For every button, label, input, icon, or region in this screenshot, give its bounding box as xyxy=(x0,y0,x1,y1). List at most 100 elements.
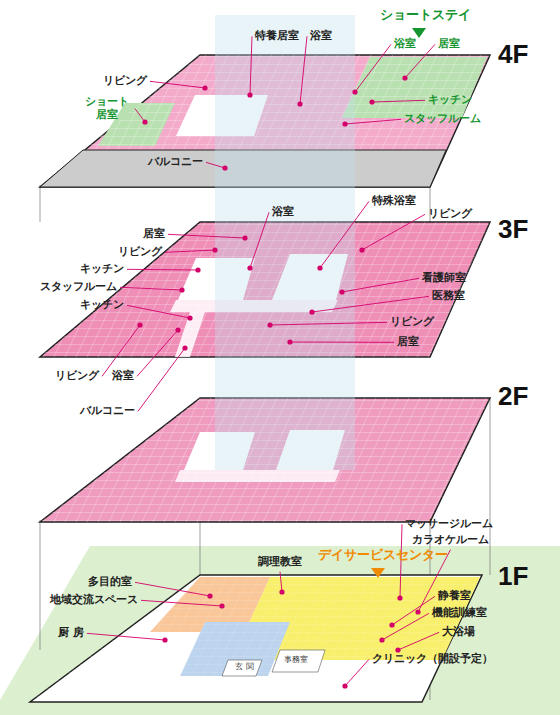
leader-dot xyxy=(162,637,167,642)
room-label: 浴室 xyxy=(310,30,332,43)
leader-line xyxy=(127,269,198,271)
leader-line xyxy=(165,250,215,252)
pointer-arrow xyxy=(412,28,426,38)
leader-line xyxy=(345,659,369,686)
leader-line xyxy=(127,305,190,318)
room-label: 居室 xyxy=(438,38,460,51)
leader-dot xyxy=(287,339,292,344)
leader-line xyxy=(355,44,391,92)
room-label: 浴室 xyxy=(112,370,134,383)
leader-dot xyxy=(182,345,187,350)
room-label: 浴室 xyxy=(272,206,294,219)
leader-dot xyxy=(342,121,347,126)
leader-line xyxy=(270,322,387,325)
leader-dot xyxy=(219,603,224,608)
room-label: 調理教室 xyxy=(258,556,302,569)
leader-dot xyxy=(379,637,384,642)
room-label: 事務室 xyxy=(284,655,308,664)
room-label: カラオケルーム xyxy=(412,534,489,547)
leader-dot xyxy=(187,315,192,320)
leader-line xyxy=(290,342,394,343)
room-label: 静養室 xyxy=(438,590,471,603)
room-label: 厨 房 xyxy=(58,627,84,640)
leader-line xyxy=(141,600,222,606)
leader-line xyxy=(342,278,419,292)
leader-dot xyxy=(342,683,347,688)
leader-line xyxy=(150,81,205,88)
leader-dot xyxy=(397,595,402,600)
room-label: スタッフルーム xyxy=(404,113,481,126)
room-label: キッチン xyxy=(80,299,124,312)
room-label: リビング xyxy=(390,316,434,329)
room-label: ショート 居室 xyxy=(82,96,132,121)
leader-line xyxy=(300,36,307,104)
room-label: リビング xyxy=(103,75,147,88)
room-label: 看護師室 xyxy=(422,272,466,285)
room-label: デイサービスセンター xyxy=(318,548,448,563)
room-label: クリニック（開設予定） xyxy=(372,653,493,666)
leader-dot xyxy=(142,119,147,124)
leader-dot xyxy=(415,609,420,614)
room-label: スタッフルーム xyxy=(40,281,117,294)
room-label: 玄 関 xyxy=(235,662,254,671)
leader-line xyxy=(320,201,369,268)
leader-dot xyxy=(402,75,407,80)
pointer-arrow xyxy=(371,568,385,578)
room-label: ショートステイ xyxy=(380,8,471,23)
leader-dot xyxy=(175,327,180,332)
leader-line xyxy=(135,582,210,596)
leader-line xyxy=(250,212,269,268)
room-label: リビング xyxy=(118,246,162,259)
room-label: リビング xyxy=(428,208,472,221)
leader-dot xyxy=(222,165,227,170)
leader-dot xyxy=(195,267,200,272)
leader-dot xyxy=(359,247,364,252)
room-label: 特殊浴室 xyxy=(372,195,416,208)
leader-line xyxy=(312,296,429,312)
leader-dot xyxy=(267,322,272,327)
room-label: マッサージルーム xyxy=(405,518,493,531)
leader-line xyxy=(206,162,225,168)
leader-dot xyxy=(339,289,344,294)
leader-line xyxy=(87,633,165,640)
leader-dot xyxy=(247,265,252,270)
leader-line xyxy=(250,36,252,95)
leader-line xyxy=(382,613,429,640)
leader-dot xyxy=(297,101,302,106)
floor-1f xyxy=(30,575,482,702)
leader-dot xyxy=(137,322,142,327)
leader-dot xyxy=(395,647,400,652)
light-shaft xyxy=(285,15,355,470)
ground xyxy=(0,546,560,715)
room-label: 浴室 xyxy=(394,38,416,51)
room-label: 多目的室 xyxy=(88,576,132,589)
leader-dot xyxy=(179,287,184,292)
leader-line xyxy=(168,234,245,238)
light-shaft xyxy=(215,15,285,470)
leader-line xyxy=(372,100,425,102)
leader-line xyxy=(392,596,435,625)
room-label: 機能訓練室 xyxy=(432,607,487,620)
room-label: リビング xyxy=(55,370,99,383)
room-label: バルコニー xyxy=(148,156,203,169)
leader-line xyxy=(138,348,185,411)
leader-line xyxy=(398,632,439,650)
leader-dot xyxy=(369,99,374,104)
room-label: 地域交流スペース xyxy=(50,594,138,607)
leader-line xyxy=(120,287,182,290)
room-label: 居室 xyxy=(143,228,165,241)
floor-number: 1F xyxy=(498,562,528,592)
leader-dot xyxy=(389,622,394,627)
room-label: 特養居室 xyxy=(255,30,299,43)
leader-line xyxy=(362,214,425,250)
floor-number: 3F xyxy=(498,215,528,245)
leader-dot xyxy=(352,89,357,94)
floor-number: 4F xyxy=(498,40,528,70)
floor-number: 2F xyxy=(498,382,528,412)
leader-dot xyxy=(202,85,207,90)
leader-dot xyxy=(317,265,322,270)
leader-line xyxy=(137,330,178,376)
leader-line xyxy=(102,325,140,376)
room-label: キッチン xyxy=(80,263,124,276)
